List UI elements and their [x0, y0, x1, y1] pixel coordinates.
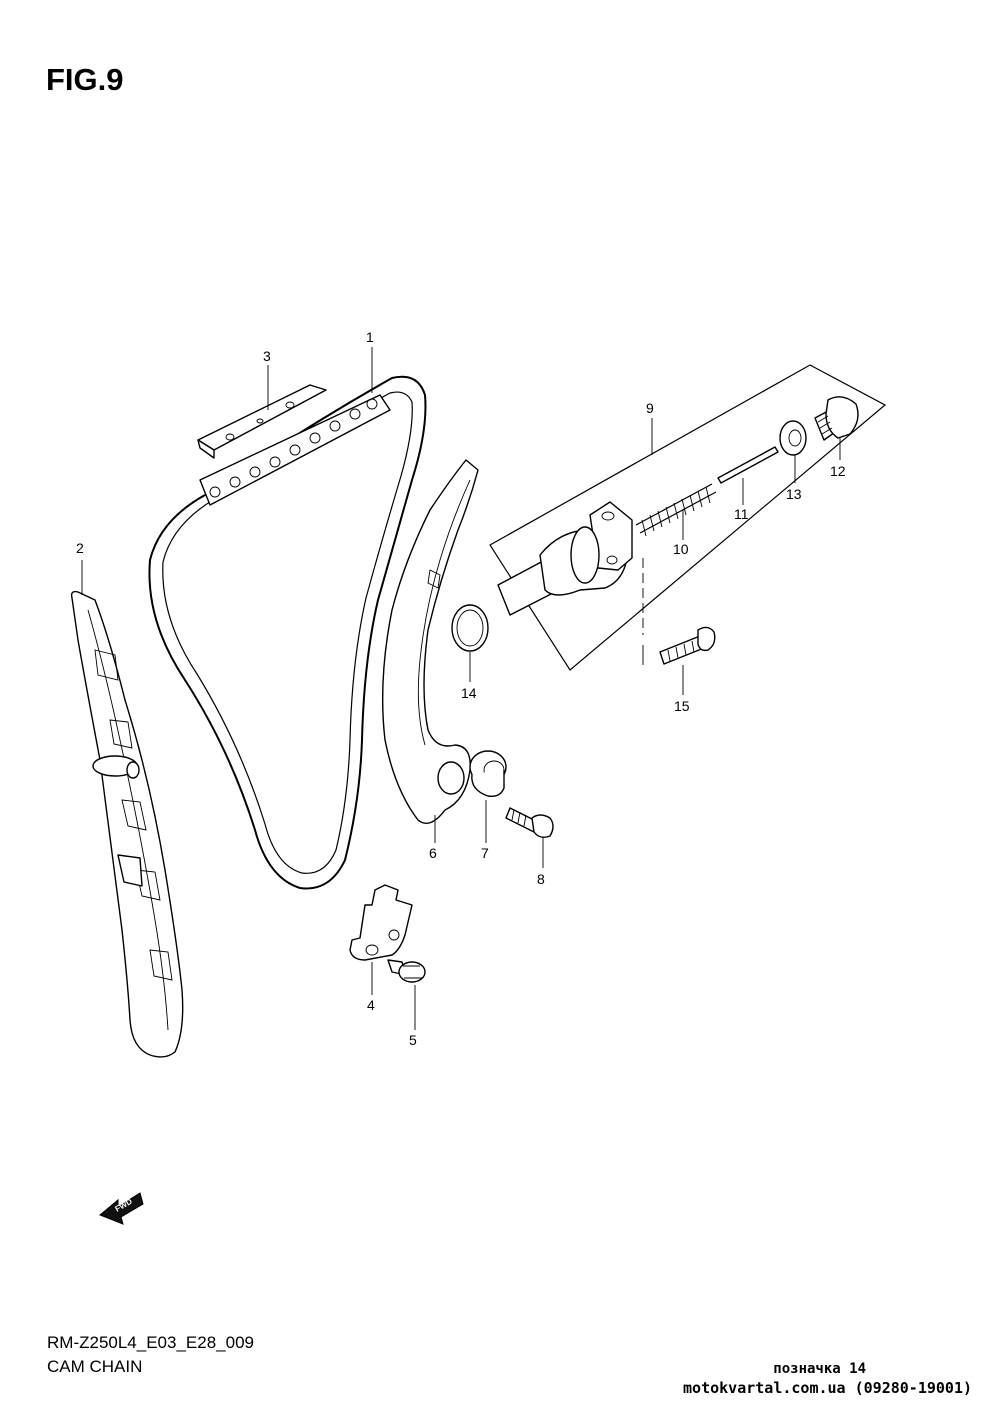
cam-chain-guide[interactable] — [70, 590, 184, 1058]
callout-labels: 1 2 3 4 5 6 7 8 9 10 11 12 13 14 15 — [76, 329, 846, 1048]
bookmark-label: позначка 14 — [773, 1361, 866, 1377]
model-code: RM-Z250L4_E03_E28_009 — [47, 1333, 254, 1352]
plate-bolt[interactable] — [387, 959, 426, 983]
callout-12: 12 — [830, 463, 846, 479]
callout-1: 1 — [366, 329, 374, 345]
callout-15: 15 — [674, 698, 690, 714]
callout-6: 6 — [429, 845, 437, 861]
fwd-arrow-icon: FWD — [99, 1192, 144, 1225]
tensioner-mounting-bolt[interactable] — [659, 626, 716, 665]
tensioner-spring[interactable] — [635, 483, 717, 537]
chain-guide-top[interactable] — [197, 384, 327, 459]
callout-14: 14 — [461, 685, 477, 701]
tensioner-cap-bolt[interactable] — [814, 396, 859, 441]
callout-4: 4 — [367, 997, 375, 1013]
callout-10: 10 — [673, 541, 689, 557]
site-watermark: motokvartal.com.ua (09280-19001) — [683, 1379, 972, 1397]
tensioner-rod[interactable] — [717, 446, 779, 484]
callout-5: 5 — [409, 1032, 417, 1048]
callout-7: 7 — [481, 845, 489, 861]
chain-tensioner-arm[interactable] — [381, 459, 479, 824]
callout-2: 2 — [76, 540, 84, 556]
o-ring[interactable] — [451, 604, 489, 652]
section-name: CAM CHAIN — [47, 1357, 143, 1376]
callout-3: 3 — [263, 348, 271, 364]
figure-title: FIG.9 — [46, 62, 124, 97]
tensioner-assembly[interactable] — [489, 364, 887, 671]
gasket-washer[interactable] — [779, 420, 807, 456]
callout-13: 13 — [786, 486, 802, 502]
callout-11: 11 — [734, 506, 749, 522]
bushing[interactable] — [469, 750, 507, 798]
leader-lines — [81, 347, 841, 1030]
arm-pivot-bolt[interactable] — [505, 807, 554, 839]
callout-8: 8 — [537, 871, 545, 887]
callout-9: 9 — [646, 400, 654, 416]
cam-chain[interactable] — [148, 375, 427, 890]
tensioner-plate[interactable] — [349, 884, 413, 961]
